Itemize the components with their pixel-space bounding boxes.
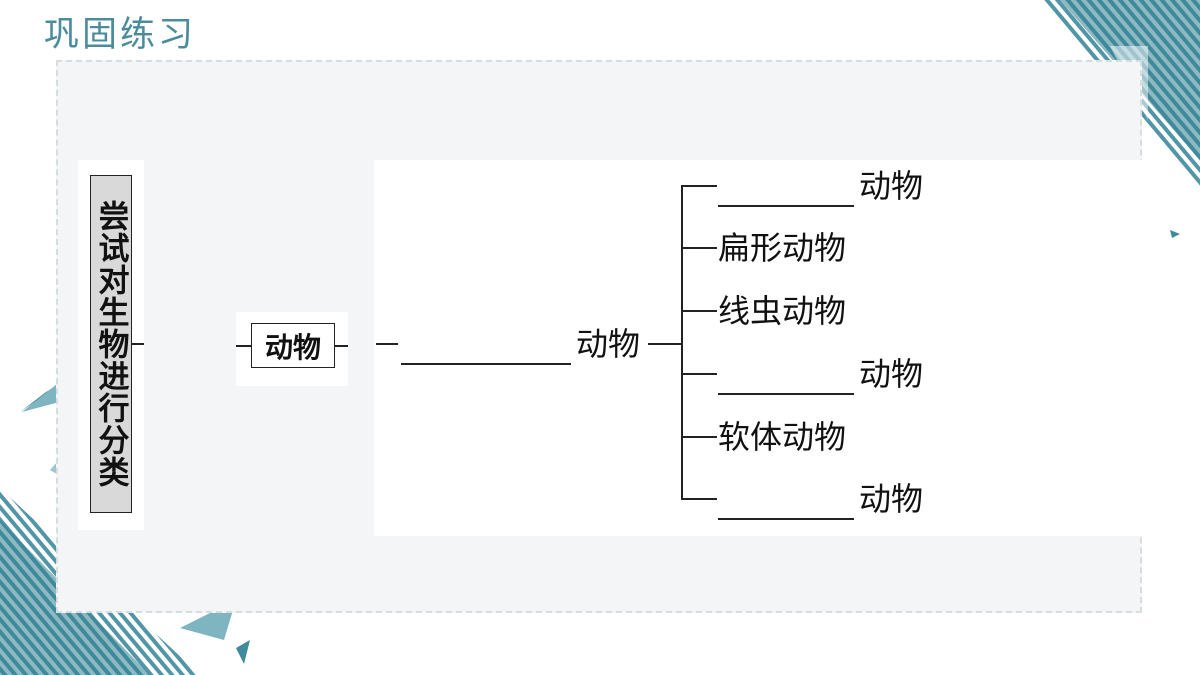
branch-tick-6 <box>681 498 717 500</box>
branch-label-5: 软体动物 <box>718 418 847 456</box>
diagram-panel <box>374 160 1170 536</box>
branch-tick-2 <box>681 247 717 249</box>
branch-tick-5 <box>681 436 717 438</box>
branch-bracket <box>681 185 683 499</box>
slide-title: 巩固练习 <box>44 15 197 55</box>
connector-level1-right <box>335 345 348 347</box>
level2-blank-line <box>401 363 571 365</box>
connector-level2-tick <box>376 343 398 345</box>
branch-blank-6 <box>718 518 854 520</box>
level2-label: 动物 <box>576 325 641 363</box>
branch-tick-3 <box>681 310 717 312</box>
animal-box: 动物 <box>251 323 335 368</box>
branch-label-1: 动物 <box>859 167 924 205</box>
connector-level2-to-branch <box>648 343 682 345</box>
branch-blank-4 <box>718 393 854 395</box>
connector-root <box>132 343 144 345</box>
branch-label-6: 动物 <box>859 480 924 518</box>
connector-level1-left <box>236 345 251 347</box>
branch-label-4: 动物 <box>859 355 924 393</box>
branch-tick-4 <box>681 373 717 375</box>
root-label-box: 尝试对生物进行分类 <box>90 175 132 513</box>
branch-label-2: 扁形动物 <box>718 229 847 267</box>
branch-blank-1 <box>718 205 854 207</box>
branch-label-3: 线虫动物 <box>718 292 847 330</box>
branch-tick-1 <box>681 185 717 187</box>
